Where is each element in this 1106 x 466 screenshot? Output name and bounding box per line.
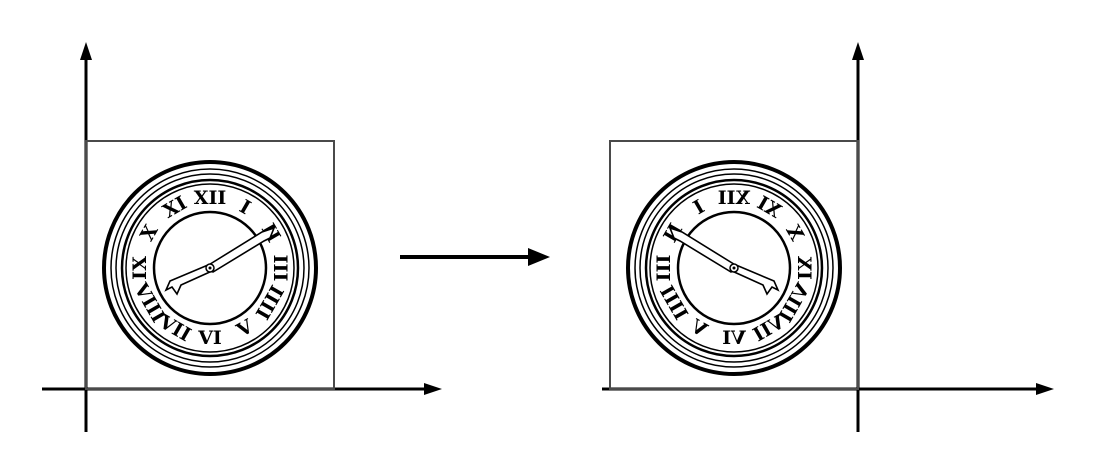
clock-numeral: IX [793,256,815,280]
left-y-axis-arrowhead-icon [80,42,92,60]
clock-numeral: III [269,255,291,282]
minute-hand [205,226,276,274]
right-panel: XIIIIIIIIIIIIVVIVIIVIIIIXXXI [602,42,1054,432]
clock-numeral: XII [718,187,751,209]
left-x-axis-arrowhead-icon [424,383,442,395]
left-clock-icon: XIIIIIIIIIIIIVVIVIIVIIIIXXXI [102,160,318,376]
clock-numeral: XII [194,187,227,209]
hour-hand [730,264,780,296]
left-panel: XIIIIIIIIIIIIVVIVIIVIIIIXXXI [42,42,442,432]
minute-hand [668,226,739,274]
right-clock-icon: XIIIIIIIIIIIIVVIVIIVIIIIXXXI [626,160,842,376]
clock-numeral: VI [722,327,747,349]
clock-numeral: III [653,255,675,282]
clock-numeral: VI [197,327,222,349]
transform-arrow-icon [400,248,550,266]
hour-hand [164,264,214,296]
clock-numeral: IX [129,256,151,280]
right-x-axis-arrowhead-icon [1036,383,1054,395]
left-image-frame [85,140,335,390]
right-y-axis-arrowhead-icon [852,42,864,60]
right-image-frame [609,140,859,390]
